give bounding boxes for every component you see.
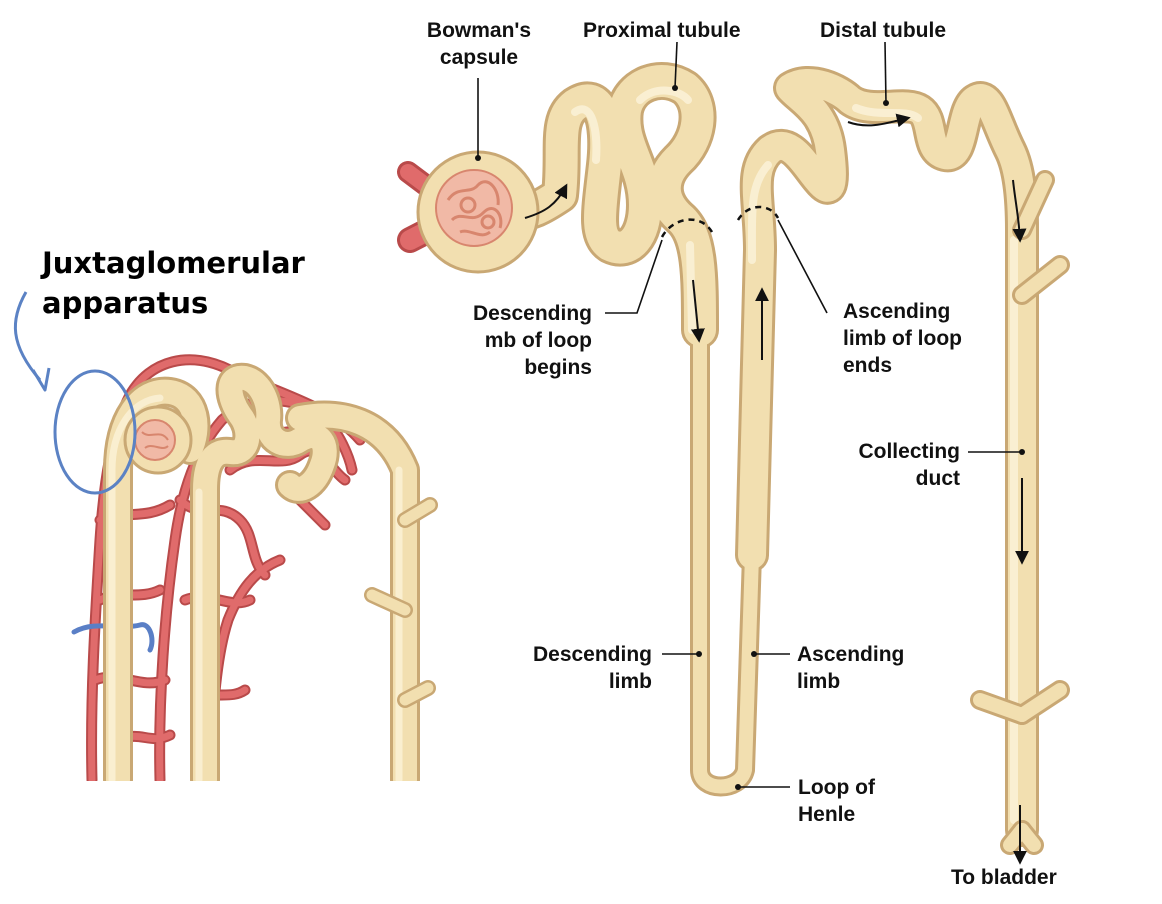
inset-tubules (103, 362, 438, 795)
leader-lines (477, 41, 1022, 788)
juxtaglomerular-title: Juxtaglomerular apparatus (42, 246, 305, 320)
leader-dots (475, 85, 1025, 790)
label-descending-limb: Descending limb (532, 643, 652, 693)
label-ascending-limb-ends: Ascending limb of loop ends (843, 300, 962, 377)
loop-boundaries (660, 205, 780, 238)
label-to-bladder: To bladder (951, 866, 1057, 889)
flow-arrows (524, 113, 1029, 865)
label-collecting-duct: Collecting duct (858, 440, 960, 490)
label-loop-of-henle: Loop of Henle (798, 776, 875, 826)
label-bowmans-capsule: Bowman's capsule (426, 19, 532, 69)
label-proximal-tubule: Proximal tubule (583, 19, 741, 42)
bowmans-capsule-shape (416, 150, 540, 274)
inset-nephron-illustration (60, 354, 450, 811)
label-ascending-limb: Ascending limb (797, 643, 905, 693)
inset-glomerulus (123, 405, 193, 475)
label-distal-tubule: Distal tubule (820, 19, 947, 42)
juxtaglomerular-marker (13, 291, 137, 495)
label-descending-limb-begins: Descending mb of loop begins (472, 302, 592, 379)
